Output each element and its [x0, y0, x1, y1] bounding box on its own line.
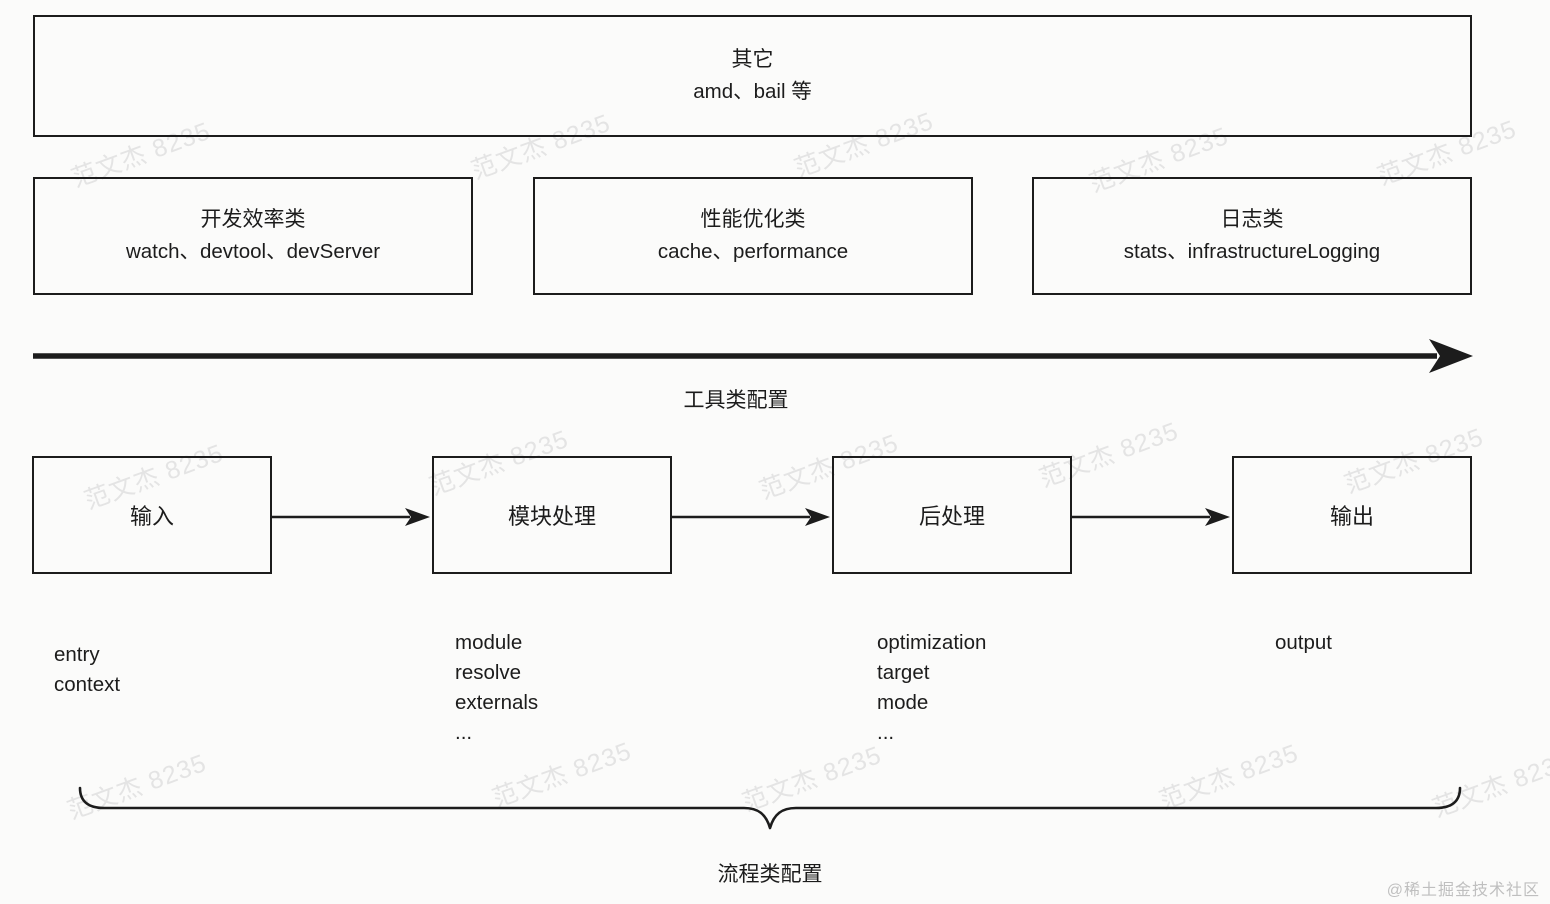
option-item: output: [1275, 631, 1332, 654]
credit-watermark: @稀土掘金技术社区: [1386, 882, 1540, 899]
performance-items: cache、performance: [657, 240, 849, 264]
tool-axis-arrow: [33, 339, 1473, 373]
tool-axis-label: 工具类配置: [683, 389, 789, 412]
post-options-list: optimization target mode...: [877, 628, 986, 748]
option-item: context: [54, 673, 121, 696]
performance-title: 性能优化类: [700, 208, 806, 232]
other-config-box: 其它 amd、bail 等: [33, 15, 1472, 137]
dev-efficiency-box: 开发效率类 watch、devtool、devServer: [33, 177, 473, 295]
option-item: optimization: [877, 631, 987, 654]
flow-stage-input-label: 输入: [129, 504, 174, 529]
option-item: mode: [877, 691, 929, 714]
flow-brace: [78, 786, 1462, 830]
flow-stage-module: 模块处理: [432, 456, 672, 574]
logging-title: 日志类: [1220, 208, 1284, 232]
option-item: resolve: [455, 661, 522, 684]
option-item: externals: [455, 691, 539, 714]
logging-box: 日志类 stats、infrastructureLogging: [1032, 177, 1472, 295]
dev-efficiency-title: 开发效率类: [200, 208, 306, 232]
flow-stage-post: 后处理: [832, 456, 1072, 574]
flow-stage-module-label: 模块处理: [507, 504, 596, 529]
option-item: ...: [455, 721, 473, 744]
flow-stage-post-label: 后处理: [918, 504, 985, 529]
input-options-list: entry context: [54, 640, 120, 700]
performance-box: 性能优化类 cache、performance: [533, 177, 973, 295]
dev-efficiency-items: watch、devtool、devServer: [125, 240, 381, 264]
option-item: entry: [54, 643, 100, 666]
flow-arrow-3: [1072, 508, 1230, 526]
flow-stage-output: 输出: [1232, 456, 1472, 574]
option-item: target: [877, 661, 930, 684]
other-config-title: 其它: [731, 48, 774, 72]
flow-stage-input: 输入: [32, 456, 272, 574]
flow-arrow-2: [672, 508, 830, 526]
flow-arrow-1: [272, 508, 430, 526]
module-options-list: module resolve externals...: [455, 628, 538, 748]
option-item: ...: [877, 721, 895, 744]
flow-brace-label: 流程类配置: [717, 863, 823, 886]
other-config-items: amd、bail 等: [693, 80, 812, 104]
logging-items: stats、infrastructureLogging: [1123, 240, 1381, 264]
flow-stage-output-label: 输出: [1329, 504, 1374, 529]
option-item: module: [455, 631, 523, 654]
output-options-list: output: [1275, 628, 1332, 658]
